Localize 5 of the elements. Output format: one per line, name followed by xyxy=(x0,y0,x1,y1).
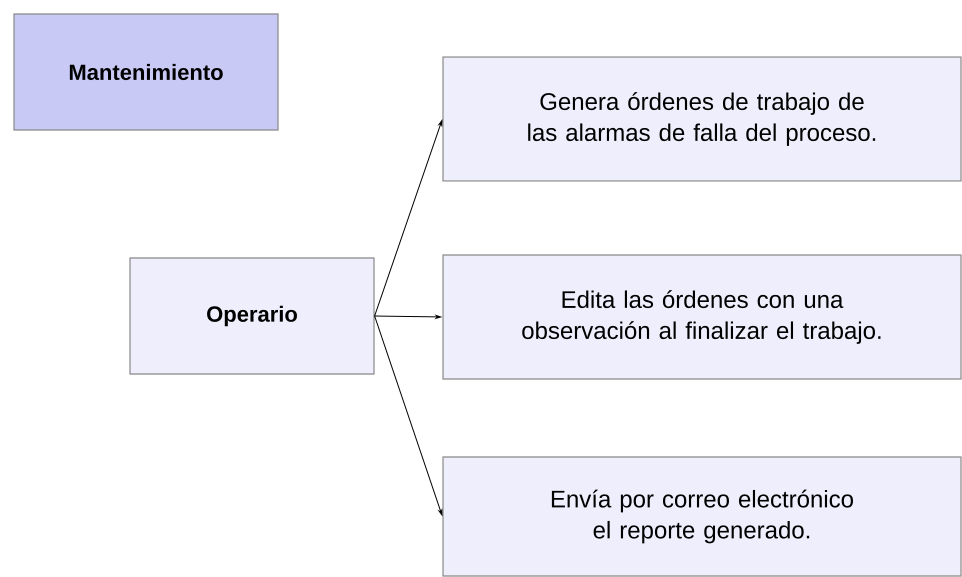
task-box: Genera órdenes de trabajo de las alarmas de falla del proceso. xyxy=(442,56,962,182)
title-box: Mantenimiento xyxy=(13,13,279,131)
role-box: Operario xyxy=(129,257,375,375)
task-box: Edita las órdenes con una observación al finalizar el trabajo. xyxy=(442,254,962,380)
task-box: Envía por correo electrónico el reporte generado. xyxy=(442,456,962,577)
